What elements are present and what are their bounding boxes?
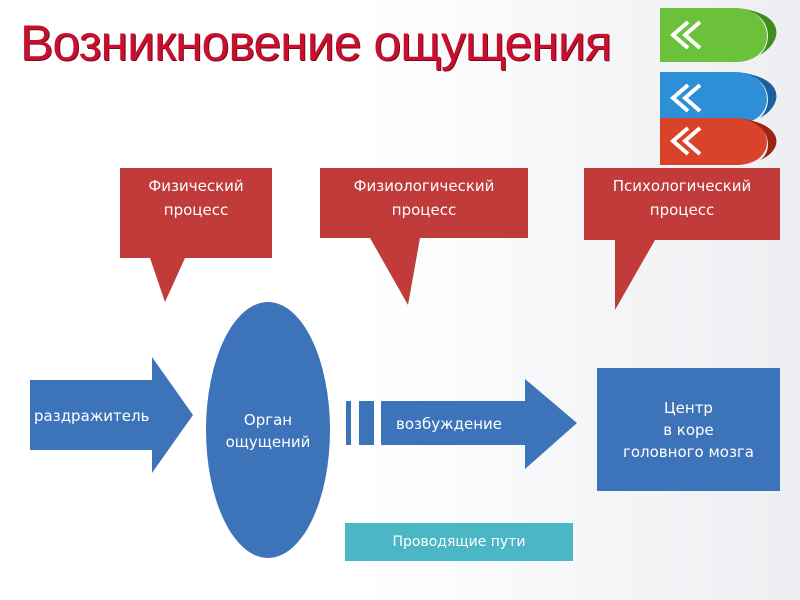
stimulus-arrow bbox=[30, 357, 193, 473]
excitation-arrow bbox=[381, 379, 577, 469]
dash-bar bbox=[359, 401, 374, 445]
brain-center-box bbox=[597, 368, 780, 491]
callout-physical bbox=[120, 168, 272, 302]
dash-bar bbox=[346, 401, 351, 445]
callout-physiological-label: Физиологический процесс bbox=[353, 177, 495, 219]
sense-organ-label: Орган ощущений bbox=[225, 411, 311, 451]
sense-organ-ellipse bbox=[206, 302, 330, 558]
callout-physical-label: Физический процесс bbox=[148, 177, 244, 219]
callout-physiological bbox=[320, 168, 528, 305]
pathways-box: Проводящие пути bbox=[345, 523, 573, 561]
excitation-label: возбуждение bbox=[396, 415, 503, 433]
page-title: Возникновение ощущения bbox=[20, 15, 612, 71]
stimulus-label: раздражитель bbox=[34, 407, 150, 425]
callout-psychological bbox=[584, 168, 780, 310]
brain-center-label: Центр в коре головного мозга bbox=[622, 399, 754, 461]
ribbon-chevron-icon bbox=[660, 8, 777, 165]
callout-psychological-label: Психологический процесс bbox=[612, 177, 752, 219]
